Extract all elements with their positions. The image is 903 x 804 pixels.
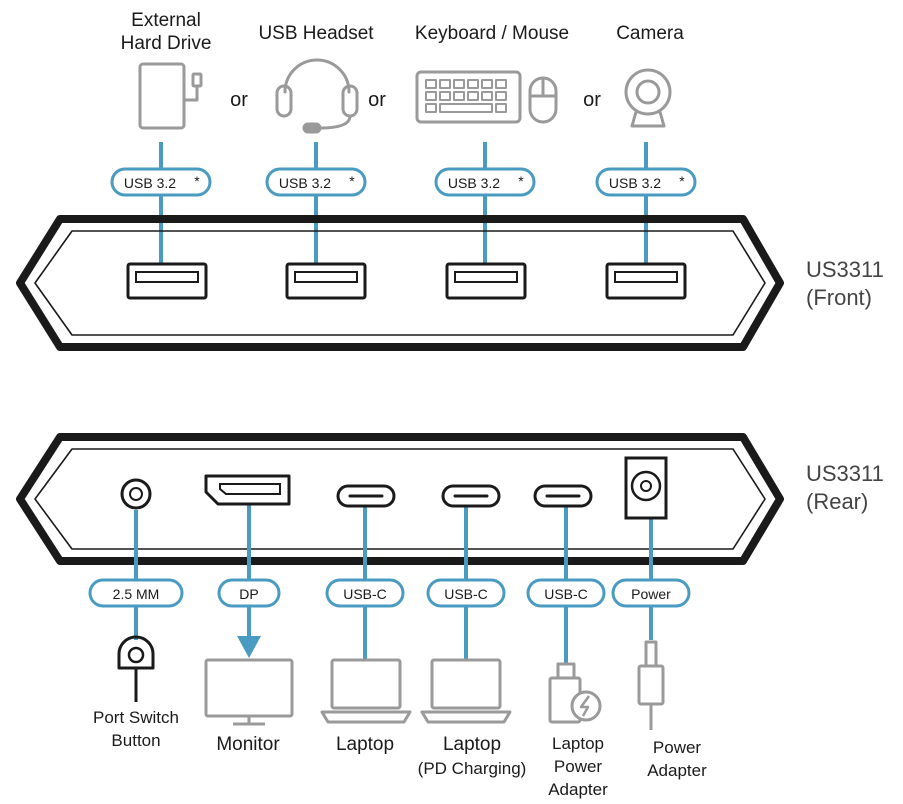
displayport-port: [204, 474, 291, 506]
model-name: US3311: [806, 257, 884, 282]
svg-text:DP: DP: [239, 586, 258, 602]
headset-icon: [275, 58, 359, 134]
svg-text:*: *: [518, 173, 524, 189]
port-pill: USB-C: [426, 578, 506, 608]
device-label-line: Adapter: [647, 761, 707, 780]
dc-power-port: [624, 456, 668, 520]
device-label-line: Power: [653, 738, 702, 757]
device-label-line: External: [131, 10, 201, 31]
laptop-icon: [320, 658, 412, 724]
device-label-line: USB Headset: [258, 23, 374, 44]
device-label-line: Keyboard / Mouse: [415, 23, 569, 44]
port-pill: Power: [611, 578, 691, 608]
camera-icon: [624, 68, 672, 128]
device-label-line: (PD Charging): [418, 759, 527, 778]
hard-drive-icon: [138, 62, 203, 130]
device-label-line: Camera: [616, 23, 684, 44]
svg-text:*: *: [679, 173, 685, 189]
device-label-line: Port Switch: [93, 708, 179, 727]
device-label-line: Power: [554, 757, 603, 776]
or-label: or: [583, 89, 601, 111]
svg-text:USB-C: USB-C: [343, 586, 387, 602]
or-label: or: [230, 89, 248, 111]
port-pill: USB-C: [526, 578, 606, 608]
port-pill: USB 3.2 *: [110, 167, 212, 197]
svg-text:*: *: [194, 173, 200, 189]
power-adapter-icon: [637, 640, 665, 730]
svg-text:*: *: [349, 173, 355, 189]
svg-text:2.5 MM: 2.5 MM: [113, 586, 160, 602]
keyboard-mouse-icon: [415, 70, 558, 124]
device-label-line: Adapter: [548, 780, 608, 799]
port-pill: USB 3.2 *: [434, 167, 536, 197]
monitor-icon: [204, 658, 294, 726]
arrow-down-icon: [237, 636, 261, 658]
usb-a-port: [605, 262, 687, 300]
laptop-icon: [420, 658, 512, 724]
port-pill: DP: [217, 578, 281, 608]
device-label-line: Monitor: [216, 734, 280, 755]
usb-c-port: [441, 484, 501, 508]
port-switch-button-icon: [117, 635, 155, 702]
view-label: (Rear): [806, 489, 868, 514]
or-label: or: [368, 89, 386, 111]
device-label-line: Button: [111, 731, 160, 750]
svg-text:USB 3.2: USB 3.2: [279, 175, 331, 191]
usb-c-port: [533, 484, 593, 508]
front-panel: [16, 215, 784, 351]
usb-c-port: [336, 484, 396, 508]
model-name: US3311: [806, 461, 884, 486]
port-pill: USB-C: [325, 578, 405, 608]
usb-a-port: [445, 262, 527, 300]
device-label-line: Laptop: [443, 734, 501, 755]
device-label-line: Hard Drive: [121, 33, 212, 54]
svg-text:USB 3.2: USB 3.2: [448, 175, 500, 191]
device-label-line: Laptop: [552, 734, 604, 753]
audio-jack-port: [120, 478, 152, 510]
svg-text:USB-C: USB-C: [544, 586, 588, 602]
device-label-line: Laptop: [336, 734, 394, 755]
svg-text:USB 3.2: USB 3.2: [609, 175, 661, 191]
laptop-power-adapter-icon: [548, 662, 602, 724]
port-pill: 2.5 MM: [88, 578, 184, 608]
view-label: (Front): [806, 285, 872, 310]
usb-a-port: [126, 262, 208, 300]
svg-text:Power: Power: [631, 586, 671, 602]
rear-panel: [16, 433, 784, 565]
svg-text:USB-C: USB-C: [444, 586, 488, 602]
svg-text:USB 3.2: USB 3.2: [124, 175, 176, 191]
port-pill: USB 3.2 *: [595, 167, 697, 197]
usb-a-port: [285, 262, 367, 300]
port-pill: USB 3.2 *: [265, 167, 367, 197]
